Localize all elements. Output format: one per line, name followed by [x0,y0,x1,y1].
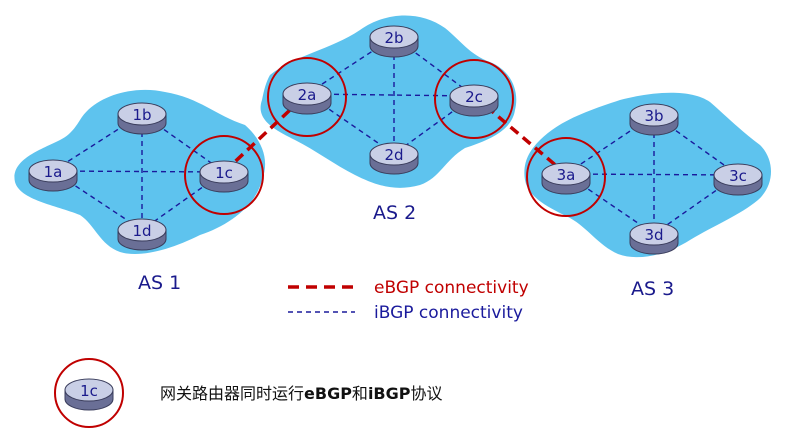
router-1b: 1b [117,102,167,135]
ibgp-link-1c-1d [141,171,225,231]
ibgp-link-3c-3d [653,174,739,235]
legend-ibgp-label: iBGP connectivity [374,303,523,323]
gateway-circle-2a [267,57,347,137]
router-1a: 1a [28,159,78,192]
legend: eBGP connectivity iBGP connectivity [288,278,529,323]
legend-router-icon: 1c [64,378,114,411]
router-3c: 3c [713,163,763,196]
gateway-circles-layer [184,57,606,217]
legend-router: 1c [64,378,114,411]
router-label: 3c [729,167,747,185]
router-top [629,222,679,246]
router-2d: 2d [369,142,419,175]
ibgp-link-1b-1c [141,113,225,173]
router-label: 2b [384,29,403,47]
router-3d: 3d [629,222,679,255]
ibgp-link-2b-2c [393,36,475,97]
gateway-note-and: 和 [352,384,368,403]
as1-cloud [14,89,266,255]
gateway-note: 网关路由器同时运行eBGP和iBGP协议 [160,384,443,403]
router-label: 3a [557,166,576,184]
router-top [369,142,419,166]
router-top [282,82,332,106]
as1-label: AS 1 [138,272,181,294]
gateway-circle-3a [526,137,606,217]
router-top [541,162,591,186]
router-top [449,84,499,108]
router-top [64,378,114,402]
router-top [199,160,249,184]
router-label: 2a [298,86,317,104]
router-label: 1c [215,164,233,182]
gateway-note-ibgp: iBGP [368,384,411,403]
router-label: 3d [644,226,663,244]
router-3b: 3b [629,103,679,136]
router-1c: 1c [199,160,249,193]
gateway-note-ebgp: eBGP [304,384,352,403]
router-top [629,103,679,127]
router-top [117,218,167,242]
router-2c: 2c [449,84,499,117]
router-label: 2c [465,88,483,106]
gateway-circle-1c [184,135,264,215]
ebgp-link-1c-2a [222,92,309,174]
router-top [117,102,167,126]
as2-label: AS 2 [373,202,416,224]
as-clouds [14,15,772,258]
ibgp-link-2a-2c [306,93,475,97]
gateway-note-prefix: 网关路由器同时运行 [160,384,304,403]
legend-ebgp-label: eBGP connectivity [374,278,529,298]
ibgp-link-1a-1c [52,170,225,173]
router-top [28,159,78,183]
router-top [369,25,419,49]
routers-layer: 1a 1b 1c 1d 2a 2b 2c 2d 3a 3b 3c 3d [28,25,763,255]
router-label: 3b [644,107,663,125]
gateway-circle-2c [434,59,514,139]
router-label: 1c [80,382,98,400]
router-1d: 1d [117,218,167,251]
router-label: 1d [132,222,151,240]
router-label: 1b [132,106,151,124]
router-2a: 2a [282,82,332,115]
router-top [713,163,763,187]
gateway-note-suffix: 协议 [410,384,442,403]
ibgp-link-3a-3c [565,173,739,176]
router-label: 1a [44,163,63,181]
legend-gateway-circle [54,358,124,428]
as2-cloud [260,15,517,188]
gateway-legend: 1c 网关路由器同时运行eBGP和iBGP协议 [54,358,443,428]
router-label: 2d [384,146,403,164]
as3-label: AS 3 [631,278,674,300]
router-2b: 2b [369,25,419,58]
router-3a: 3a [541,162,591,195]
